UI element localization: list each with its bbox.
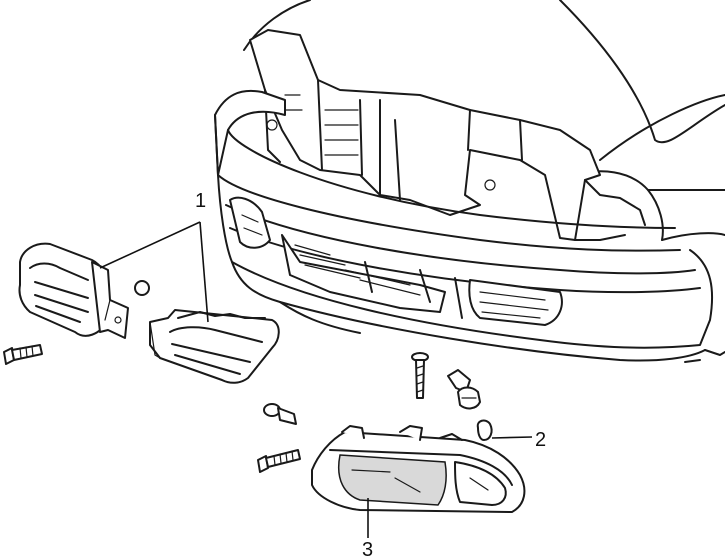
leader-1-left (99, 221, 201, 269)
callout-1: 1 (195, 190, 206, 212)
leader-lines (99, 221, 533, 538)
screw-vertical (411, 352, 429, 399)
bolt-lower (257, 449, 301, 473)
bumper-cover (214, 90, 725, 363)
callout-3: 3 (362, 539, 373, 559)
bulb-socket (447, 369, 493, 441)
fog-lamp (311, 425, 526, 513)
bolt-left (3, 344, 43, 365)
side-grille-right (149, 309, 280, 384)
leader-2 (491, 436, 533, 439)
radiator-support (249, 29, 646, 241)
push-clip (263, 403, 297, 425)
callout-2: 2 (535, 429, 546, 451)
retaining-clip (134, 280, 150, 296)
leader-1-right (199, 221, 209, 323)
side-grille-left (18, 242, 129, 339)
